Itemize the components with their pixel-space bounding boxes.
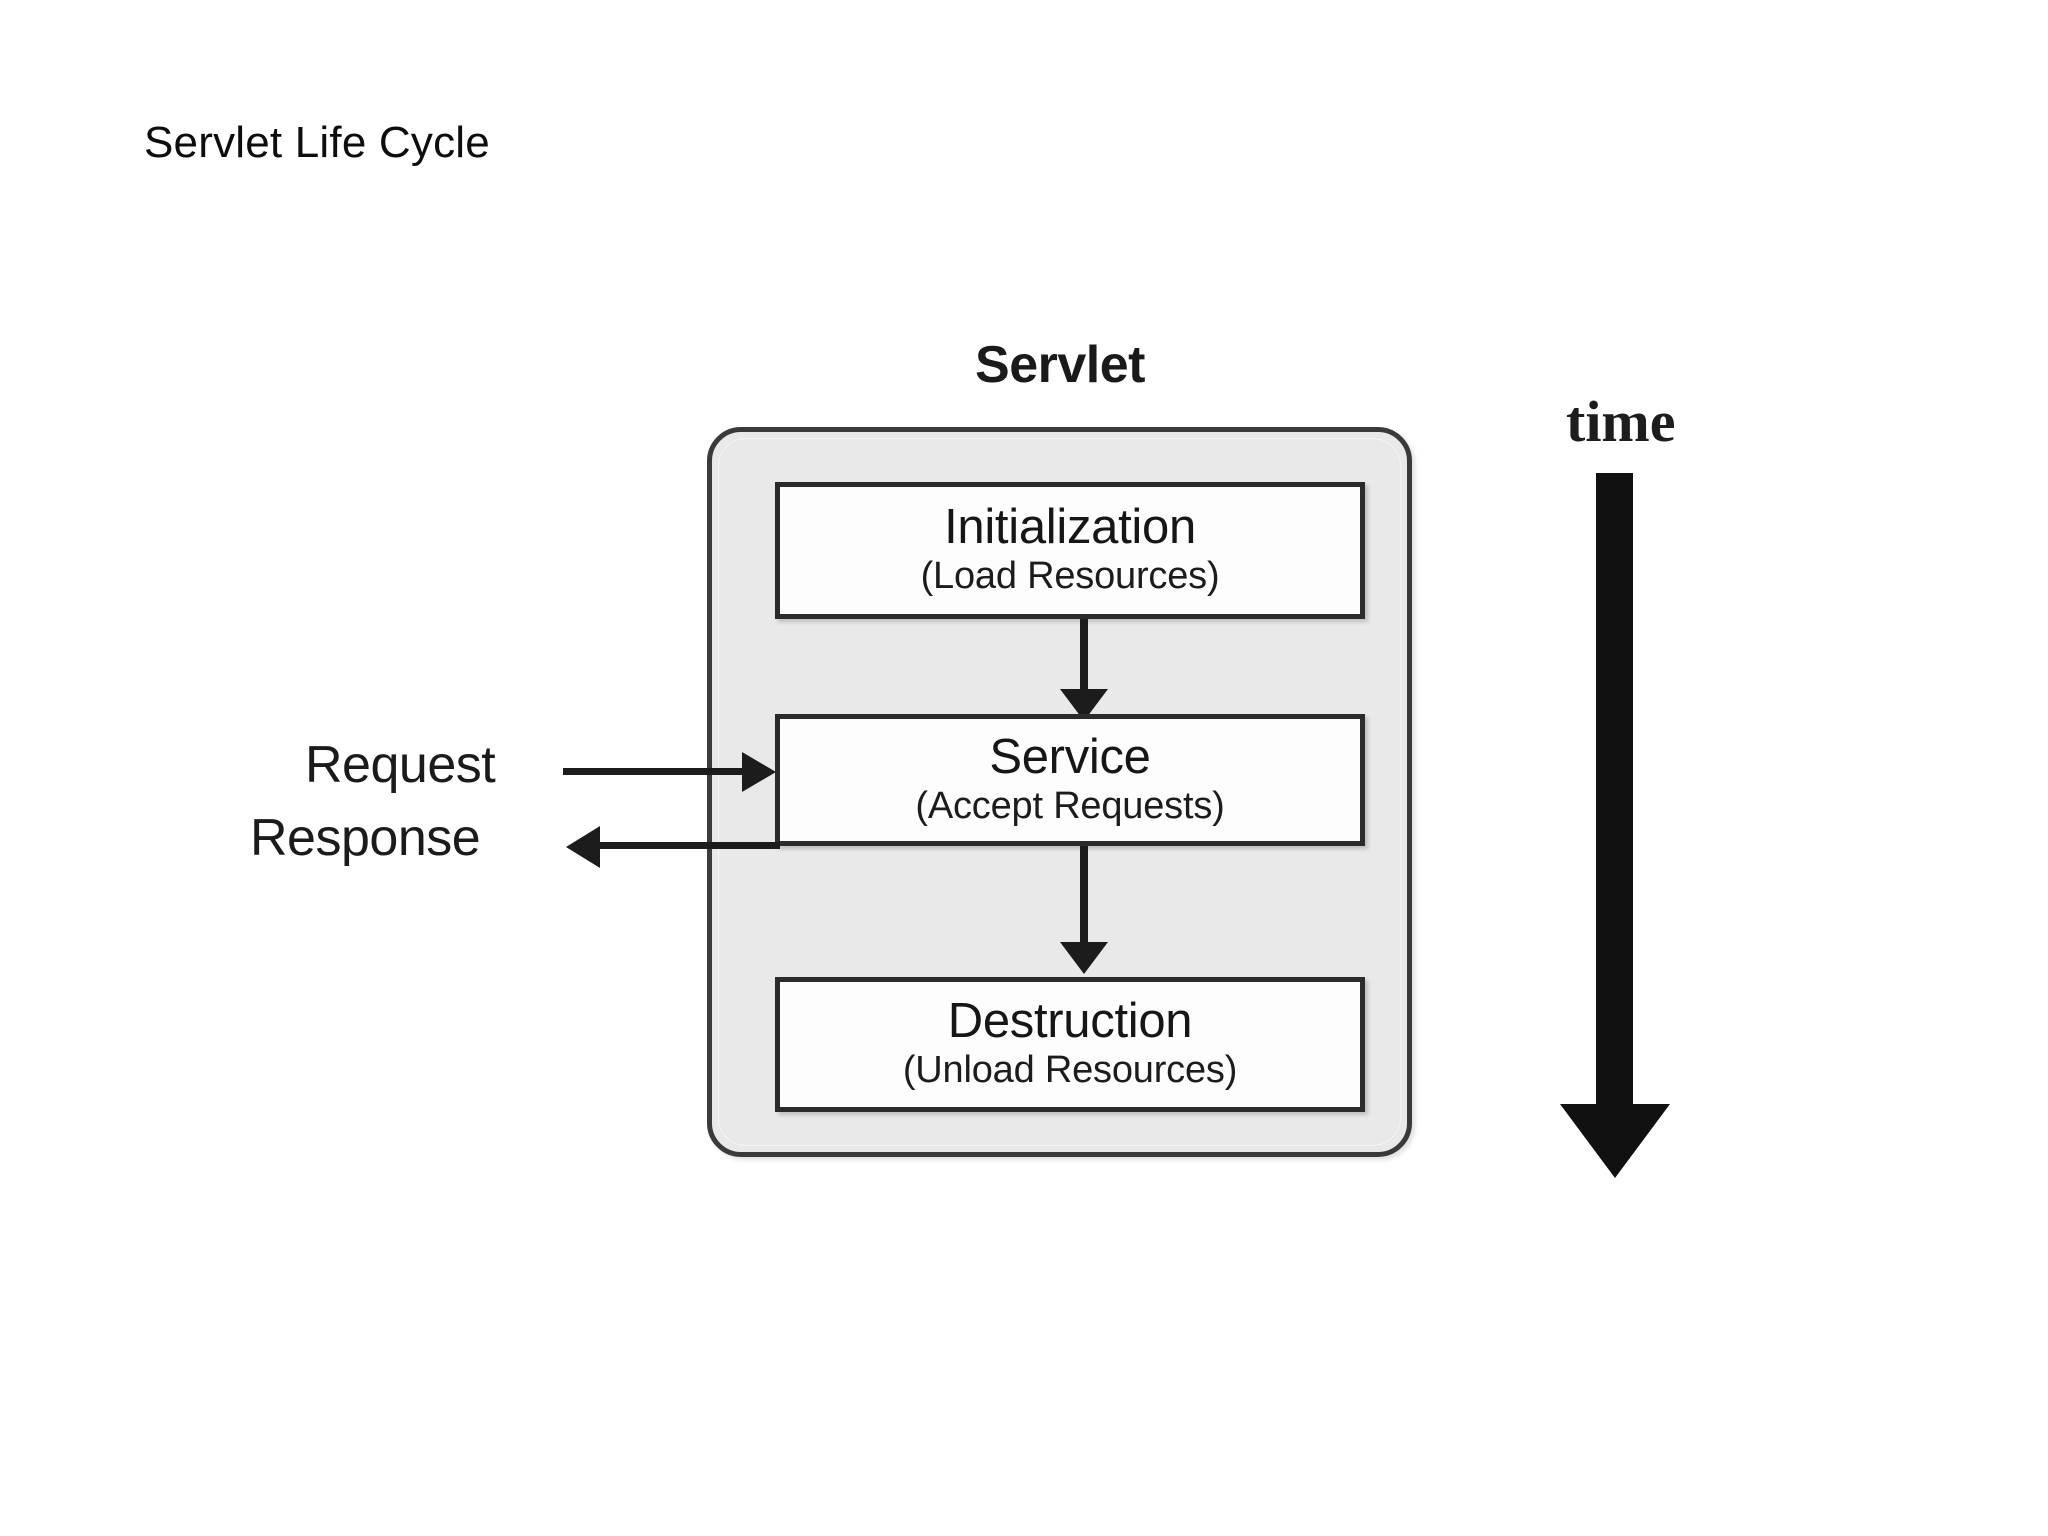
arrow-down-icon-service-to-destruction — [1060, 942, 1108, 974]
response-label: Response — [250, 809, 481, 867]
time-axis-shaft — [1596, 473, 1633, 1110]
page-title: Servlet Life Cycle — [144, 118, 490, 167]
phase-subtitle-destruction: (Unload Resources) — [902, 1049, 1238, 1092]
phase-box-destruction: Destruction (Unload Resources) — [775, 977, 1365, 1112]
phase-subtitle-initialization: (Load Resources) — [920, 555, 1220, 598]
arrow-right-icon-request — [742, 752, 776, 792]
arrow-down-icon-time-axis — [1560, 1104, 1670, 1178]
request-label: Request — [305, 736, 496, 794]
request-arrow-line — [563, 768, 753, 775]
phase-title-initialization: Initialization — [944, 500, 1196, 555]
phase-title-service: Service — [989, 729, 1151, 784]
phase-box-initialization: Initialization (Load Resources) — [775, 482, 1365, 619]
connector-service-to-destruction — [1080, 846, 1088, 946]
response-arrow-line — [595, 842, 780, 849]
time-axis-label: time — [1566, 389, 1676, 454]
arrow-left-icon-response — [566, 826, 600, 868]
connector-initialization-to-service — [1080, 619, 1088, 693]
phase-box-service: Service (Accept Requests) — [775, 714, 1365, 846]
servlet-container-label: Servlet — [975, 336, 1145, 394]
phase-title-destruction: Destruction — [947, 994, 1193, 1049]
phase-subtitle-service: (Accept Requests) — [915, 784, 1225, 827]
